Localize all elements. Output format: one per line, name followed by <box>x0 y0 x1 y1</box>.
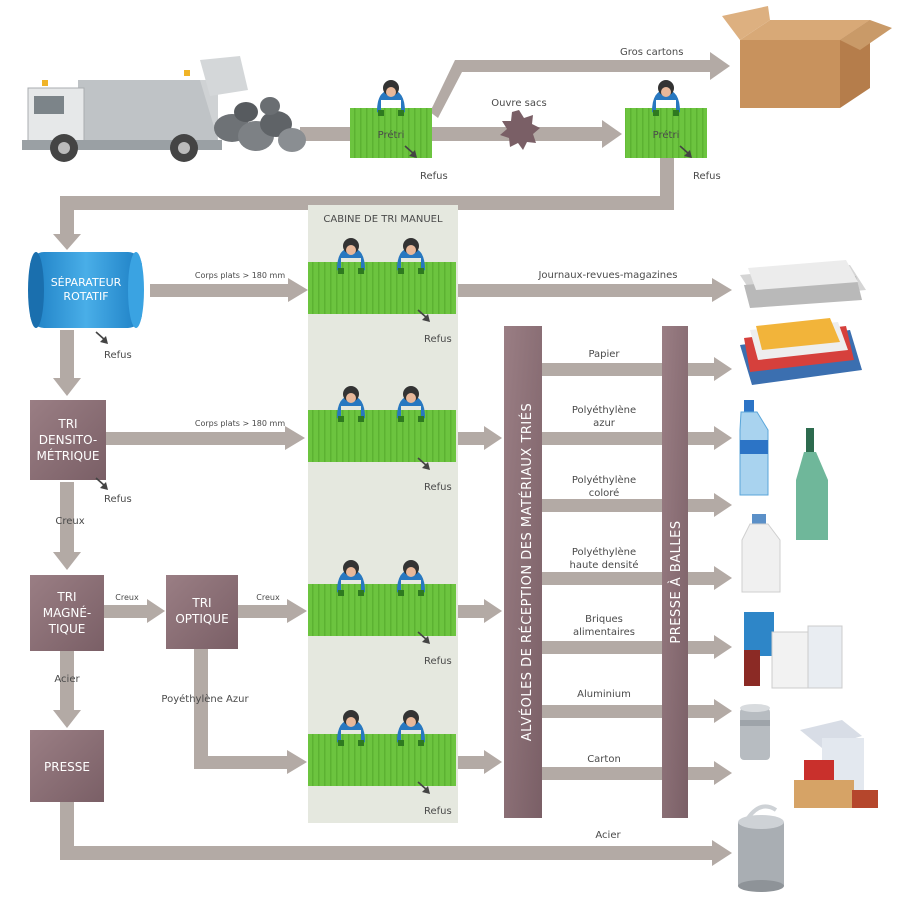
acier-label-1: Acier <box>54 674 80 685</box>
presse-label: PRESSE <box>44 760 90 774</box>
refus-label-cabin-2: Refus <box>424 482 452 493</box>
pe-azur-label-line1: Polyéthylène <box>572 404 636 416</box>
creux-label-1: Creux <box>55 516 84 527</box>
tri-mag-line1: TRI <box>56 590 76 604</box>
pehd-label-line2: haute densité <box>570 559 639 571</box>
tri-dens-line3: MÉTRIQUE <box>37 448 100 463</box>
aluminium-can-icon <box>740 704 770 760</box>
corps-plats-label-1: Corps plats > 180 mm <box>195 271 285 280</box>
cabin-belt-4 <box>308 734 456 786</box>
tri-mag-line3: TIQUE <box>48 622 86 636</box>
aluminium-label: Aluminium <box>577 689 631 700</box>
magazines-icon <box>740 318 862 385</box>
journaux-label: Journaux-revues-magazines <box>537 270 677 281</box>
flow-arrows <box>53 52 732 866</box>
cabin-belt-1 <box>308 262 456 314</box>
blue-water-bottle-icon <box>739 400 769 496</box>
green-bottle-icon <box>796 428 828 540</box>
steel-can-icon <box>738 804 784 892</box>
pretri-belt-2 <box>625 108 707 158</box>
tri-dens-line1: TRI <box>57 417 77 431</box>
cabin-belt-2 <box>308 410 456 462</box>
carton-label: Carton <box>587 754 621 765</box>
refus-label-pretri-2: Refus <box>693 171 721 182</box>
cardboard-box-icon <box>722 6 892 108</box>
pe-colore-label-line1: Polyéthylène <box>572 474 636 486</box>
trash-bags-icon <box>214 97 306 152</box>
acier-label-2: Acier <box>595 830 621 841</box>
tri-mag-line2: MAGNÉ- <box>43 605 92 620</box>
pretri-label-2: Prétri <box>653 129 680 141</box>
pe-colore-label-line2: coloré <box>589 487 620 499</box>
refus-label-separator: Refus <box>104 350 132 361</box>
rotary-separator: SÉPARATEUR ROTATIF <box>28 252 144 328</box>
presse-balles-label: PRESSE À BALLES <box>668 520 684 643</box>
press: PRESSE <box>30 730 104 802</box>
milk-bottle-icon <box>741 514 781 593</box>
briques-label-line2: alimentaires <box>573 627 635 638</box>
refus-label-cabin-1: Refus <box>424 334 452 345</box>
separator-label-line2: ROTATIF <box>63 290 108 303</box>
refus-label-pretri-1: Refus <box>420 171 448 182</box>
food-cartons-icon <box>744 612 843 689</box>
cabin-title: CABINE DE TRI MANUEL <box>323 214 443 225</box>
densimetric-sorter: TRI DENSITO- MÉTRIQUE <box>30 400 106 480</box>
pretri-label-1: Prétri <box>378 129 405 141</box>
gros-cartons-label: Gros cartons <box>620 47 683 58</box>
bag-opener-gear-icon <box>500 110 540 150</box>
separator-label-line1: SÉPARATEUR <box>51 276 122 289</box>
alveoles-label: ALVÉOLES DE RÉCEPTION DES MATÉRIAUX TRIÉ… <box>519 403 535 741</box>
refus-arrow-icon <box>95 331 109 345</box>
newspapers-icon <box>740 260 866 308</box>
sorted-materials-bays <box>504 326 542 818</box>
ouvre-sacs-label: Ouvre sacs <box>491 98 546 109</box>
papier-label: Papier <box>588 349 620 360</box>
magnetic-sorter: TRI MAGNÉ- TIQUE <box>30 575 104 651</box>
baling-press <box>662 326 688 818</box>
tri-dens-line2: DENSITO- <box>39 433 97 447</box>
tri-opt-line1: TRI <box>191 596 211 610</box>
refus-label-cabin-4: Refus <box>424 806 452 817</box>
refus-label-tri-dens: Refus <box>104 494 132 505</box>
cardboard-packaging-icon <box>794 720 878 808</box>
tri-opt-line2: OPTIQUE <box>175 612 228 626</box>
corps-plats-label-2: Corps plats > 180 mm <box>195 419 285 428</box>
pehd-label-line1: Polyéthylène <box>572 546 636 558</box>
cabin-belt-3 <box>308 584 456 636</box>
pretri-belt-1 <box>350 108 432 158</box>
briques-label-line1: Briques <box>585 614 623 625</box>
pe-azur-label-line2: azur <box>593 418 616 429</box>
creux-label-2: Creux <box>115 593 139 602</box>
optical-sorter: TRI OPTIQUE <box>166 575 238 649</box>
refus-label-cabin-3: Refus <box>424 656 452 667</box>
poly-azur-label: Poyéthylène Azur <box>161 693 249 705</box>
garbage-truck-icon <box>22 56 248 162</box>
creux-label-3: Creux <box>256 593 280 602</box>
